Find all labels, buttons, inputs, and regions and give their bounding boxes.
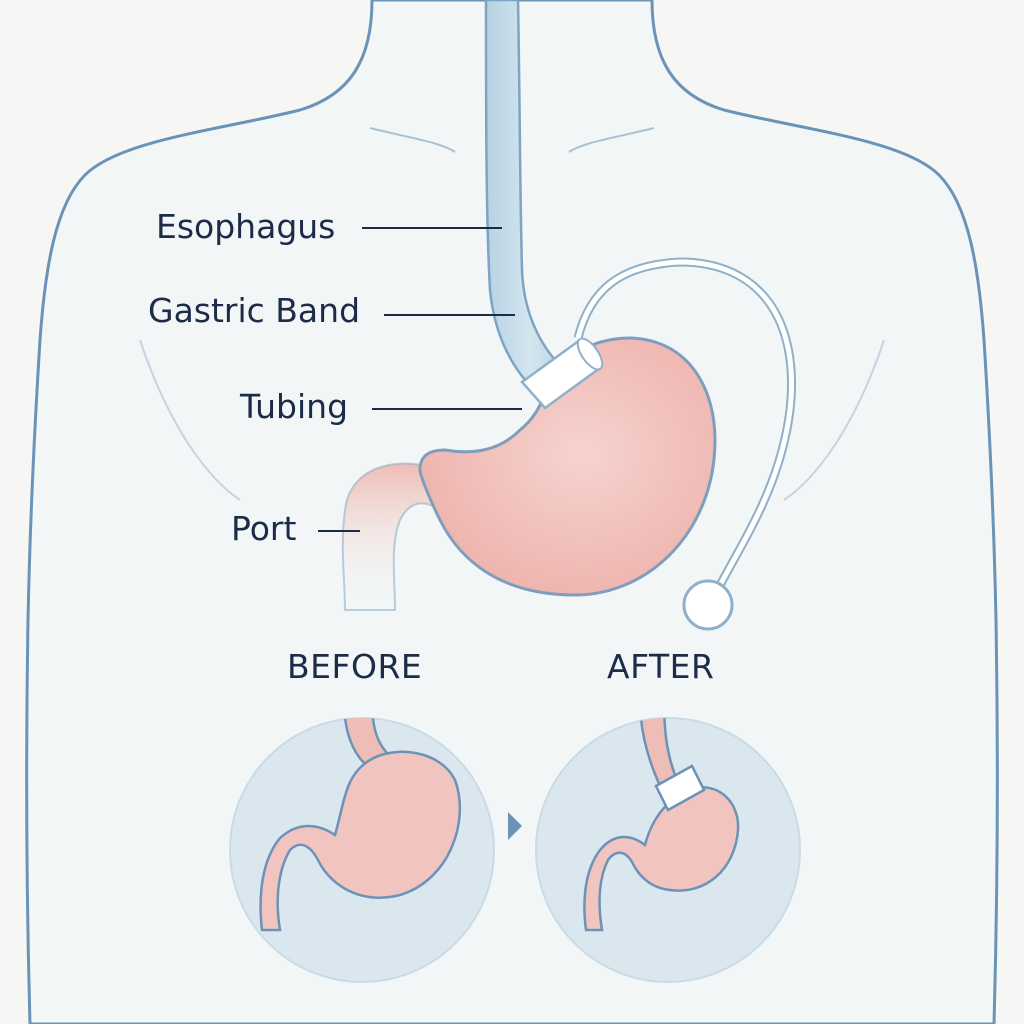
label-port: Port	[231, 509, 297, 548]
before-inset	[229, 717, 495, 983]
heading-before: BEFORE	[287, 647, 423, 686]
port-reservoir	[682, 579, 734, 631]
gastric-band	[520, 337, 604, 410]
clavicle-left	[369, 127, 456, 153]
label-tubing: Tubing	[240, 387, 349, 426]
clavicle-right	[568, 127, 655, 153]
chest-line-left	[139, 339, 241, 501]
stomach	[418, 336, 717, 597]
duodenum	[341, 462, 441, 611]
label-gastric-band: Gastric Band	[148, 291, 361, 330]
before-stomach	[259, 750, 462, 932]
after-inset	[535, 717, 801, 983]
chest-line-right	[783, 339, 885, 501]
after-band	[654, 764, 706, 812]
after-stomach	[583, 786, 740, 932]
heading-after: AFTER	[607, 647, 715, 686]
triangle-right-icon	[508, 812, 522, 840]
label-esophagus: Esophagus	[156, 207, 336, 246]
tubing-inner	[575, 259, 794, 597]
